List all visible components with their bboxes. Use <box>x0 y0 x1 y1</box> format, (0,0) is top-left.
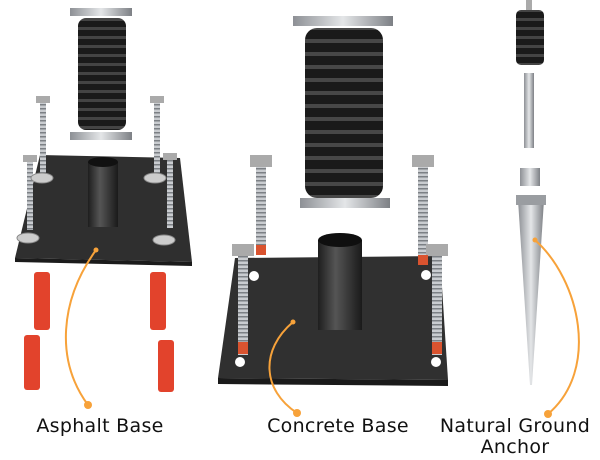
asphalt-lag-bolts <box>16 96 177 246</box>
callout-lines <box>64 239 580 415</box>
asphalt-wall-plugs <box>24 272 174 392</box>
asphalt-base-label: Asphalt Base <box>36 415 164 437</box>
asphalt-base-tube <box>88 162 118 227</box>
concrete-screw-anchors <box>232 155 448 355</box>
concrete-base-tube <box>318 240 362 330</box>
concrete-spring <box>305 28 383 198</box>
ground-anchor-kit <box>516 0 546 385</box>
anchor-spring <box>516 10 544 65</box>
ground-anchor-label-line2: Anchor <box>480 436 550 458</box>
concrete-base-kit <box>218 16 448 386</box>
asphalt-base-kit <box>15 8 192 392</box>
ground-anchor-label-line1: Natural Ground <box>439 415 591 437</box>
asphalt-spring <box>78 18 126 130</box>
anchor-spike <box>518 200 544 385</box>
anchor-rod <box>524 73 534 148</box>
concrete-base-label: Concrete Base <box>267 415 409 437</box>
